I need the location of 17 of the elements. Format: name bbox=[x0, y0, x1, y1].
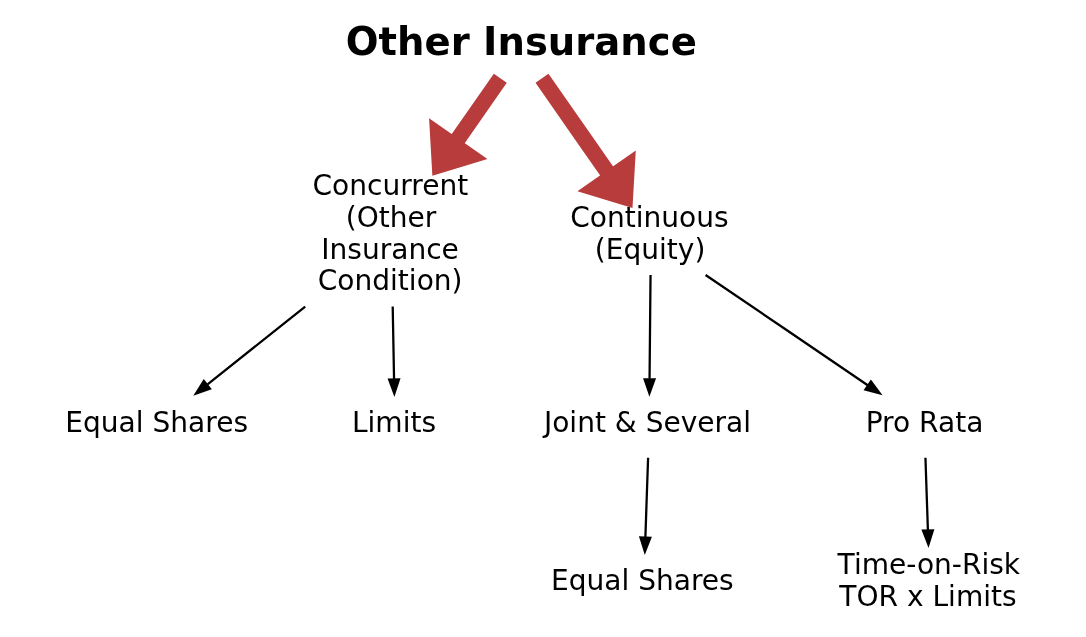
arrow bbox=[704, 274, 883, 396]
node-text: Equal Shares bbox=[550, 563, 734, 597]
arrow bbox=[387, 306, 401, 398]
node-text: Pro Rata bbox=[865, 406, 983, 440]
arrow bbox=[920, 457, 934, 548]
node-text: Time-on-Risk TOR x Limits bbox=[837, 548, 1020, 613]
arrow bbox=[642, 275, 656, 397]
node-text: Limits bbox=[351, 406, 436, 440]
node-text: Other Insurance bbox=[345, 18, 697, 64]
arrow bbox=[535, 73, 636, 208]
node-text: Equal Shares bbox=[64, 406, 248, 440]
node-text: Concurrent (Other Insurance Condition) bbox=[312, 169, 468, 298]
arrow bbox=[638, 457, 652, 556]
arrow bbox=[428, 73, 507, 176]
node-text: Joint & Several bbox=[543, 406, 751, 440]
arrow bbox=[192, 305, 306, 396]
node-text: Continuous (Equity) bbox=[569, 200, 729, 266]
